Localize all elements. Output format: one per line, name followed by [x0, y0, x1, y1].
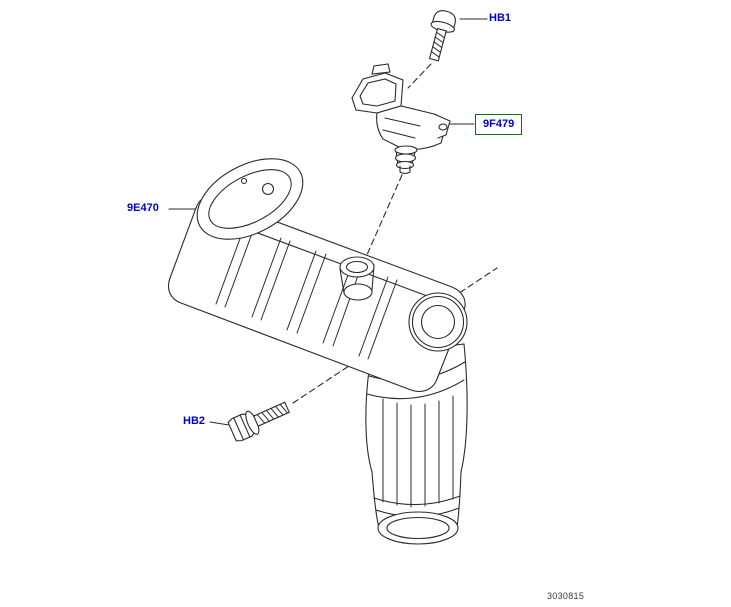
sensor-mounting-boss	[339, 256, 375, 301]
manifold-inlet-ring	[408, 292, 468, 352]
callout-label-hb1[interactable]: HB1	[489, 12, 512, 24]
sensor-body-line-2	[382, 129, 416, 139]
flange-detail-hole	[240, 177, 248, 185]
screw-hb1	[428, 10, 456, 62]
manifold-flange	[196, 158, 304, 240]
duct-band-top-2	[366, 379, 465, 400]
sensor-port-barbs	[394, 145, 418, 175]
callout-label-9f479-highlighted[interactable]: 9F479	[475, 114, 523, 135]
duct-ribs	[382, 395, 454, 508]
sensor-body-line-1	[384, 117, 421, 127]
duct-outlet-rim-inner	[386, 516, 450, 540]
callout-label-hb2[interactable]: HB2	[183, 415, 206, 427]
bolt-head-facet-1	[233, 417, 245, 441]
callout-label-9e470[interactable]: 9E470	[127, 202, 159, 214]
screw-threads	[431, 32, 445, 58]
duct-lower-outlet	[365, 343, 468, 545]
part-9f479-sensor	[351, 63, 451, 175]
duct-outlet-rim-outer	[377, 511, 459, 545]
part-9e470-manifold-body	[167, 158, 468, 393]
bolt-head-facet-2	[239, 414, 251, 438]
drawing-number: 3030815	[547, 591, 585, 601]
sensor-connector-shell	[351, 72, 404, 114]
sensor-body	[376, 105, 446, 150]
flange-bolt-hole	[261, 182, 275, 196]
leader-hb2	[209, 421, 230, 426]
sensor-connector-tab	[371, 63, 391, 75]
dashed-line-screw-to-sensor	[407, 63, 432, 89]
manifold-outline	[167, 196, 466, 393]
bolt-hb2	[227, 401, 290, 442]
sensor-ear-hole	[438, 123, 448, 131]
bolt-threads	[257, 404, 288, 424]
sensor-connector-socket	[359, 78, 397, 107]
dashed-line-sensor-to-manifold	[362, 174, 403, 265]
bolt-shaft	[252, 401, 290, 427]
sensor-mounting-ear	[433, 113, 451, 139]
